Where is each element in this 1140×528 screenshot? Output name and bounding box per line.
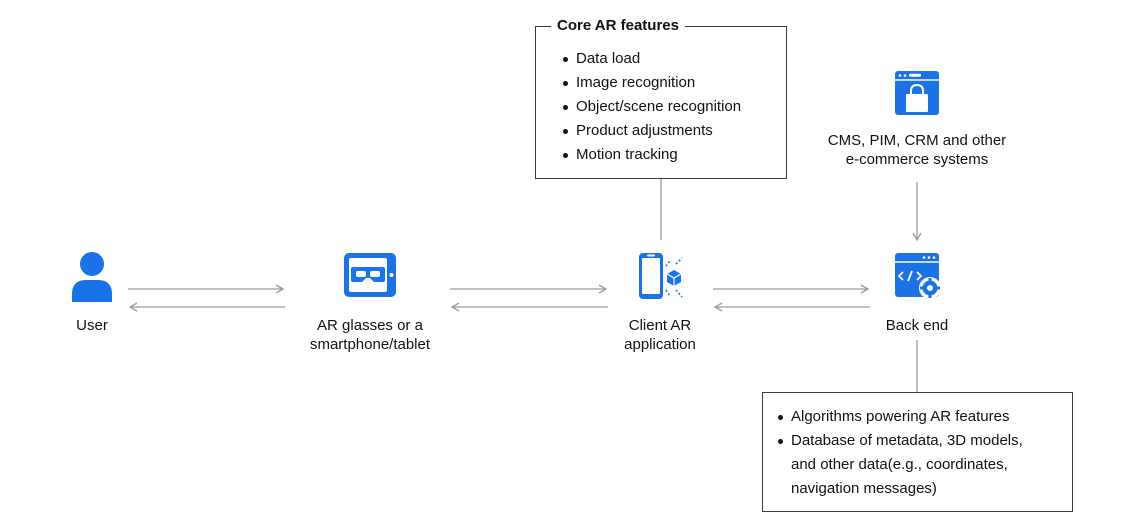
code-window-gear-icon — [895, 253, 941, 299]
backend-details-list: Algorithms powering AR features Database… — [775, 405, 1023, 501]
device-node: AR glasses or a smartphone/tablet — [290, 252, 450, 356]
list-item: Algorithms powering AR features — [775, 405, 1023, 429]
client-node: Client AR application — [600, 250, 720, 356]
backend-details-box: Algorithms powering AR features Database… — [762, 392, 1073, 512]
core-features-box: Core AR features Data load Image recogni… — [535, 17, 787, 179]
list-item: Motion tracking — [560, 143, 741, 167]
client-label: Client AR application — [624, 317, 696, 353]
user-icon — [72, 252, 112, 302]
core-features-title: Core AR features — [551, 17, 685, 35]
list-item: Database of metadata, 3D models, and oth… — [775, 429, 1023, 501]
list-item: Product adjustments — [560, 119, 741, 143]
backend-node: Back end — [870, 252, 964, 336]
ecommerce-label: CMS, PIM, CRM and other e-commerce syste… — [827, 132, 1007, 168]
smartphone-cube-icon — [639, 253, 683, 299]
user-label: User — [76, 317, 108, 334]
backend-label: Back end — [885, 317, 949, 334]
ecommerce-node: CMS, PIM, CRM and other e-commerce syste… — [805, 68, 1029, 174]
user-node: User — [60, 248, 124, 348]
list-item: Object/scene recognition — [560, 95, 741, 119]
list-item: Data load — [560, 47, 741, 71]
device-label: AR glasses or a smartphone/tablet — [309, 317, 431, 353]
tablet-vr-headset-icon — [344, 253, 396, 297]
shopping-bag-window-icon — [895, 71, 939, 115]
list-item: Image recognition — [560, 71, 741, 95]
core-features-list: Data load Image recognition Object/scene… — [560, 47, 741, 167]
